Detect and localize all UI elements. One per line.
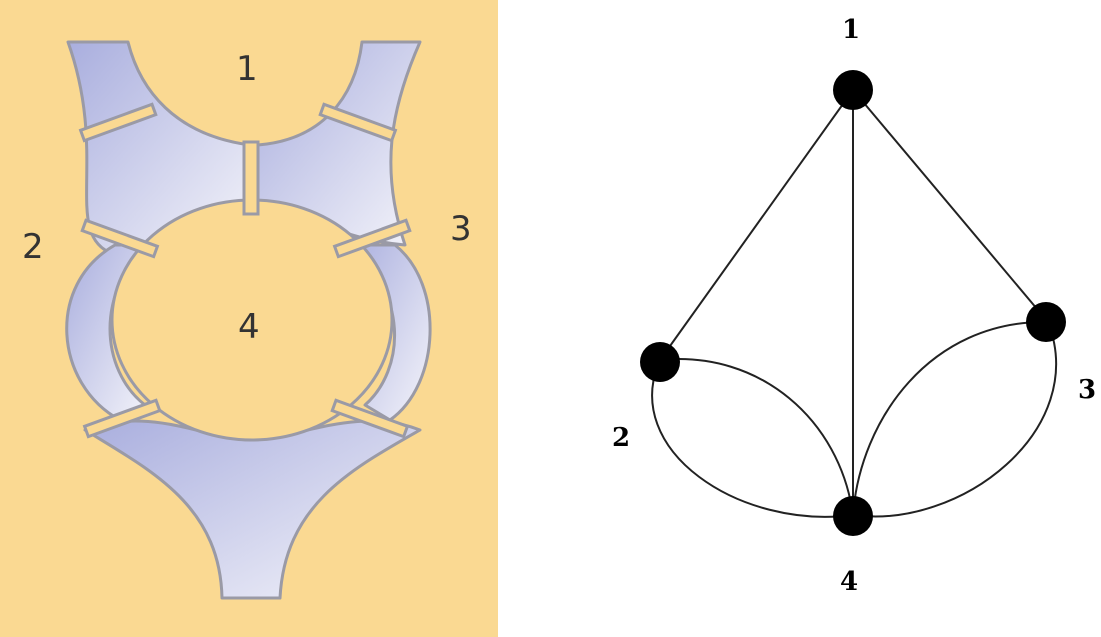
- node-2: [640, 342, 680, 382]
- edge-1-3: [853, 90, 1048, 322]
- edge-1-2: [660, 90, 853, 360]
- edge-3-4-lower: [853, 322, 1056, 516]
- node-1: [833, 70, 873, 110]
- bridges-map: 1 2 3 4: [0, 0, 498, 637]
- map-label-3: 3: [450, 209, 472, 249]
- edge-3-4-upper: [853, 322, 1048, 515]
- graph: 1 2 3 4: [612, 15, 1096, 597]
- graph-edges: [652, 90, 1056, 517]
- node-label-2: 2: [612, 423, 630, 453]
- map-label-4: 4: [238, 307, 260, 347]
- bridge-middle: [244, 142, 258, 214]
- node-3: [1026, 302, 1066, 342]
- node-label-3: 3: [1078, 375, 1096, 405]
- edge-2-4-upper: [660, 359, 853, 515]
- map-label-2: 2: [22, 227, 44, 267]
- edge-2-4-lower: [652, 360, 853, 517]
- node-label-4: 4: [840, 567, 858, 597]
- node-4: [833, 496, 873, 536]
- node-label-1: 1: [842, 15, 860, 45]
- map-label-1: 1: [236, 49, 258, 89]
